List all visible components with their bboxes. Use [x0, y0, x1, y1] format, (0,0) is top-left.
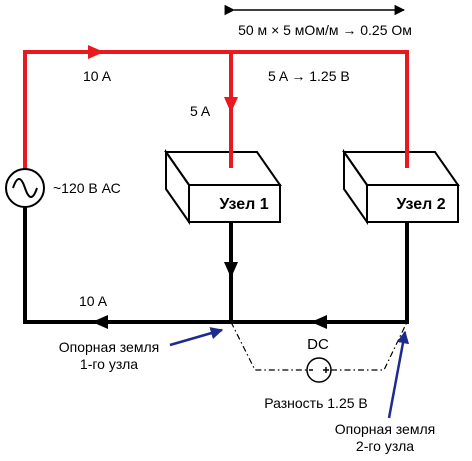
node2-return-arrow	[311, 315, 327, 329]
ground2-label-line1: Опорная земля	[335, 421, 435, 437]
difference-label: Разность 1.25 В	[264, 395, 368, 411]
node2-label: Узел 2	[396, 196, 445, 213]
node1-label: Узел 1	[219, 196, 268, 213]
branch-current-label: 5 A	[190, 103, 211, 119]
node1-return-arrow	[224, 262, 238, 278]
branch-drop-label: 5 A → 1.25 В	[268, 68, 350, 84]
resistance-label: 50 м × 5 мОм/м → 0.25 Ом	[238, 22, 412, 38]
supply-current-arrows	[88, 45, 238, 113]
top-current-arrow	[88, 45, 104, 59]
return-current-arrows	[92, 262, 327, 329]
source-label: ~120 В АС	[53, 180, 121, 196]
ground2-label-line2: 2-го узла	[356, 438, 414, 454]
bottom-current-arrow	[92, 315, 108, 329]
ground-difference-path	[230, 321, 307, 371]
bottom-current-label: 10 A	[79, 293, 108, 309]
ground2-pointer-arrow	[387, 330, 410, 419]
ground-difference-path-right	[331, 321, 408, 371]
node2-box	[342, 148, 460, 226]
top-current-label: 10 A	[83, 68, 112, 84]
branch-current-arrow	[224, 97, 238, 113]
dc-label: DC	[307, 336, 329, 353]
ground1-pointer-arrow	[169, 327, 224, 347]
ac-source-icon	[5, 168, 45, 208]
node1-box	[164, 148, 282, 226]
ground1-label-line2: 1-го узла	[80, 356, 138, 372]
dc-voltmeter-icon	[306, 357, 332, 383]
ground1-label-line1: Опорная земля	[59, 339, 159, 355]
